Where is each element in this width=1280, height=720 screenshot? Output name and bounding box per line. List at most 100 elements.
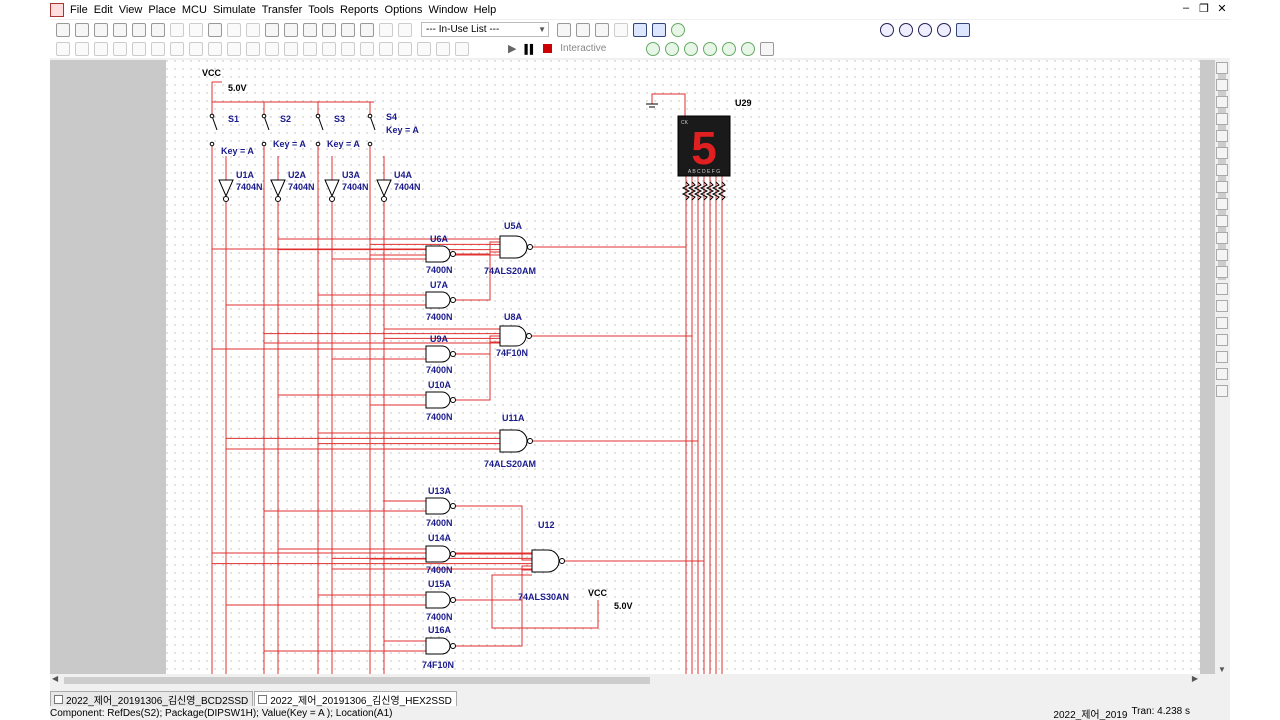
instrument-e-icon[interactable]	[284, 41, 298, 56]
minimize-icon[interactable]: –	[1182, 2, 1190, 14]
frequency-counter-icon[interactable]	[1215, 164, 1228, 176]
instrument-f-icon[interactable]	[303, 41, 317, 56]
education-website-icon[interactable]	[652, 22, 666, 37]
instrument-h-icon[interactable]	[341, 41, 355, 56]
instrument-b-icon[interactable]	[227, 41, 241, 56]
current-probe-icon[interactable]	[1215, 385, 1228, 397]
probe-icon[interactable]	[56, 41, 70, 56]
distortion-analyzer-icon[interactable]	[1215, 249, 1228, 261]
probe-digital-icon[interactable]	[151, 41, 165, 56]
function-generator-icon[interactable]	[1215, 79, 1228, 91]
bode-plotter-icon[interactable]	[1215, 147, 1228, 159]
paste-icon[interactable]	[208, 22, 222, 37]
analysis-mode-label[interactable]: Interactive	[560, 43, 607, 54]
close-icon[interactable]: ✕	[1217, 3, 1227, 15]
menu-mcu[interactable]: MCU	[181, 3, 207, 16]
in-use-list-dropdown[interactable]: --- In-Use List --- ▼	[421, 22, 549, 37]
menu-view[interactable]: View	[118, 3, 143, 16]
toggle-fullscreen-icon[interactable]	[265, 22, 279, 37]
zoom-sheet-icon[interactable]	[937, 22, 951, 37]
menu-file[interactable]: File	[70, 3, 88, 16]
horizontal-scrollbar[interactable]: ◀ ▶	[50, 674, 1200, 688]
spectrum-analyzer-icon[interactable]	[1215, 266, 1228, 278]
probe-reference-icon[interactable]	[170, 41, 184, 56]
probe-toolbar-d-icon[interactable]	[703, 41, 718, 56]
forward-annotate-icon[interactable]	[595, 22, 609, 37]
menu-transfer[interactable]: Transfer	[261, 3, 303, 16]
erc-icon[interactable]	[557, 22, 571, 37]
save-icon[interactable]	[113, 22, 127, 37]
logic-converter-icon[interactable]	[1215, 198, 1228, 210]
tektronix-oscilloscope-icon[interactable]	[1215, 351, 1228, 363]
cut-icon[interactable]	[170, 22, 184, 37]
zoom-in-icon[interactable]	[880, 22, 894, 37]
probe-toolbar-f-icon[interactable]	[741, 41, 756, 56]
redo-icon[interactable]	[246, 22, 260, 37]
word-generator-icon[interactable]	[1215, 181, 1228, 193]
instrument-m-icon[interactable]	[436, 41, 450, 56]
oscilloscope-icon[interactable]	[1215, 113, 1228, 125]
print-preview-icon[interactable]	[151, 22, 165, 37]
probe-settings-icon[interactable]	[189, 41, 203, 56]
instrument-l-icon[interactable]	[417, 41, 431, 56]
scroll-right-icon[interactable]: ▶	[1191, 674, 1198, 683]
tab-hex2ssd[interactable]: 2022_제어_20191306_김신영_HEX2SSD	[254, 691, 457, 707]
new-file-icon[interactable]	[56, 22, 70, 37]
probe-voltage-icon[interactable]	[75, 41, 89, 56]
pause-icon[interactable]: ▌▌	[524, 43, 536, 54]
multimeter-icon[interactable]	[1215, 62, 1228, 74]
menu-reports[interactable]: Reports	[339, 3, 379, 16]
scroll-down-icon[interactable]: ▼	[1218, 665, 1226, 674]
menu-simulate[interactable]: Simulate	[212, 3, 256, 16]
run-icon[interactable]: ▶	[508, 43, 517, 55]
probe-differential-icon[interactable]	[132, 41, 146, 56]
agilent-oscilloscope-icon[interactable]	[1215, 334, 1228, 346]
probe-current-icon[interactable]	[94, 41, 108, 56]
undo-icon[interactable]	[227, 22, 241, 37]
component-wizard-icon[interactable]	[379, 22, 393, 37]
menu-edit[interactable]: Edit	[93, 3, 113, 16]
app-icon[interactable]	[50, 2, 64, 17]
netlist-icon[interactable]	[398, 22, 412, 37]
instrument-a-icon[interactable]	[208, 41, 222, 56]
menu-tools[interactable]: Tools	[308, 3, 334, 16]
probe-toolbar-e-icon[interactable]	[722, 41, 737, 56]
instrument-j-icon[interactable]	[379, 41, 393, 56]
stop-icon[interactable]	[543, 44, 553, 53]
network-analyzer-icon[interactable]	[1215, 283, 1228, 295]
probe-toolbar-b-icon[interactable]	[665, 41, 680, 56]
copy-icon[interactable]	[189, 22, 203, 37]
instrument-k-icon[interactable]	[398, 41, 412, 56]
full-screen-icon[interactable]	[956, 22, 970, 37]
agilent-multimeter-icon[interactable]	[1215, 317, 1228, 329]
print-icon[interactable]	[132, 22, 146, 37]
probe-toolbar-a-icon[interactable]	[646, 41, 661, 56]
agilent-generator-icon[interactable]	[1215, 300, 1228, 312]
menu-options[interactable]: Options	[384, 3, 423, 16]
postprocessor-icon[interactable]	[360, 22, 374, 37]
restore-icon[interactable]: ❐	[1199, 3, 1209, 15]
open-sample-icon[interactable]	[94, 22, 108, 37]
find-examples-icon[interactable]	[633, 22, 647, 37]
design-toolbox-icon[interactable]	[284, 22, 298, 37]
iv-analyzer-icon[interactable]	[1215, 232, 1228, 244]
instrument-i-icon[interactable]	[360, 41, 374, 56]
help-icon[interactable]	[671, 22, 685, 37]
probe-toolbar-c-icon[interactable]	[684, 41, 699, 56]
four-channel-oscilloscope-icon[interactable]	[1215, 130, 1228, 142]
ultiboard-icon[interactable]	[614, 22, 628, 37]
menu-place[interactable]: Place	[148, 3, 176, 16]
instrument-n-icon[interactable]	[455, 41, 469, 56]
spreadsheet-view-icon[interactable]	[303, 22, 317, 37]
probe-power-icon[interactable]	[113, 41, 127, 56]
instrument-g-icon[interactable]	[322, 41, 336, 56]
gear-icon[interactable]	[760, 41, 775, 56]
tab-bcd2ssd[interactable]: 2022_제어_20191306_김신영_BCD2SSD	[50, 691, 254, 707]
horizontal-scroll-thumb[interactable]	[64, 677, 650, 684]
back-annotate-icon[interactable]	[576, 22, 590, 37]
logic-analyzer-icon[interactable]	[1215, 215, 1228, 227]
wattmeter-icon[interactable]	[1215, 96, 1228, 108]
grapher-icon[interactable]	[341, 22, 355, 37]
